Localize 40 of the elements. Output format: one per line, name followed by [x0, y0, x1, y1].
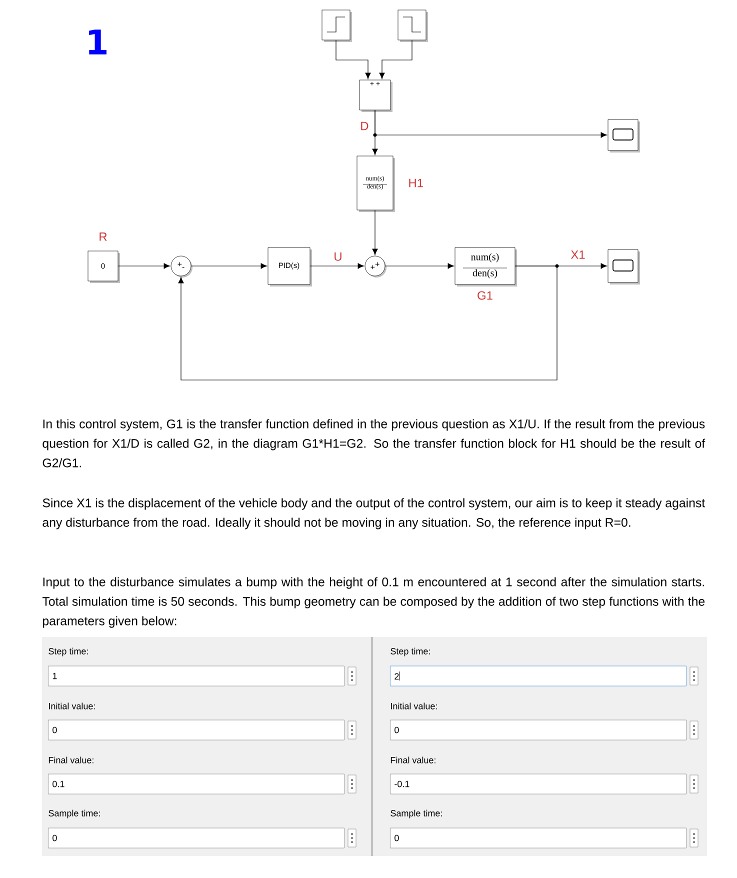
- paragraph: Since X1 is the displacement of the vehicle body and the output of the control system, our aim is to keep it steady against any disturbance from the road. Ideally it should not be moving in any situation. So, the reference input R=0.: [42, 498, 706, 530]
- input-field: 0: [48, 720, 344, 740]
- arrow: [374, 110, 608, 138]
- arrow: [336, 40, 371, 79]
- arrow: [372, 210, 378, 256]
- input-field: 1: [48, 666, 344, 686]
- input-field: 0: [48, 828, 344, 848]
- signal-label: X1: [570, 250, 586, 260]
- field-label: Initial value:: [49, 702, 95, 710]
- step-block: [398, 10, 428, 42]
- field-label: Initial value:: [391, 702, 437, 710]
- paragraph: In this control system, G1 is the transfer function defined in the previous question as X1/U. If the result from the previous question for X1/D is called G2, in the diagram G1*H1=G2. So the transfer function block for H1 should be the result of G2/G1.: [42, 419, 706, 468]
- step-block: [322, 10, 352, 42]
- arrow: [118, 263, 170, 269]
- block-label: G1: [478, 291, 492, 300]
- input-field: 0: [390, 720, 686, 740]
- field-label: Step time:: [48, 648, 88, 656]
- signal-label: D: [359, 120, 370, 132]
- paragraph: Input to the disturbance simulates a bump with the height of 0.1 m encountered at 1 second after the simulation starts. Total simulation time is 50 seconds. This bump geometry can be composed by the addition of two step functions with the parameters given below:: [42, 577, 705, 628]
- input-field: -0.1: [390, 774, 686, 794]
- field-label: Step time:: [390, 648, 430, 656]
- arrow: [310, 263, 364, 269]
- title-number: 1: [89, 30, 106, 54]
- input-field: 0.1: [48, 774, 344, 794]
- field-label: Final value:: [390, 756, 436, 764]
- transfer-function-block: num(s) den(s): [454, 247, 517, 286]
- arrow: [178, 266, 558, 380]
- arrow: [384, 263, 454, 269]
- field-label: Sample time:: [48, 810, 100, 818]
- block-label: R: [100, 232, 107, 241]
- signal-label: U: [332, 251, 344, 262]
- scope-block: [608, 249, 640, 284]
- input-field: 2: [390, 666, 686, 686]
- arrow: [379, 40, 412, 79]
- field-label: Final value:: [48, 756, 94, 764]
- field-label: Sample time:: [390, 810, 442, 818]
- arrow: [190, 263, 267, 269]
- block-label: H1: [409, 178, 423, 188]
- scope-block: [608, 119, 640, 152]
- input-field: 0: [390, 828, 686, 848]
